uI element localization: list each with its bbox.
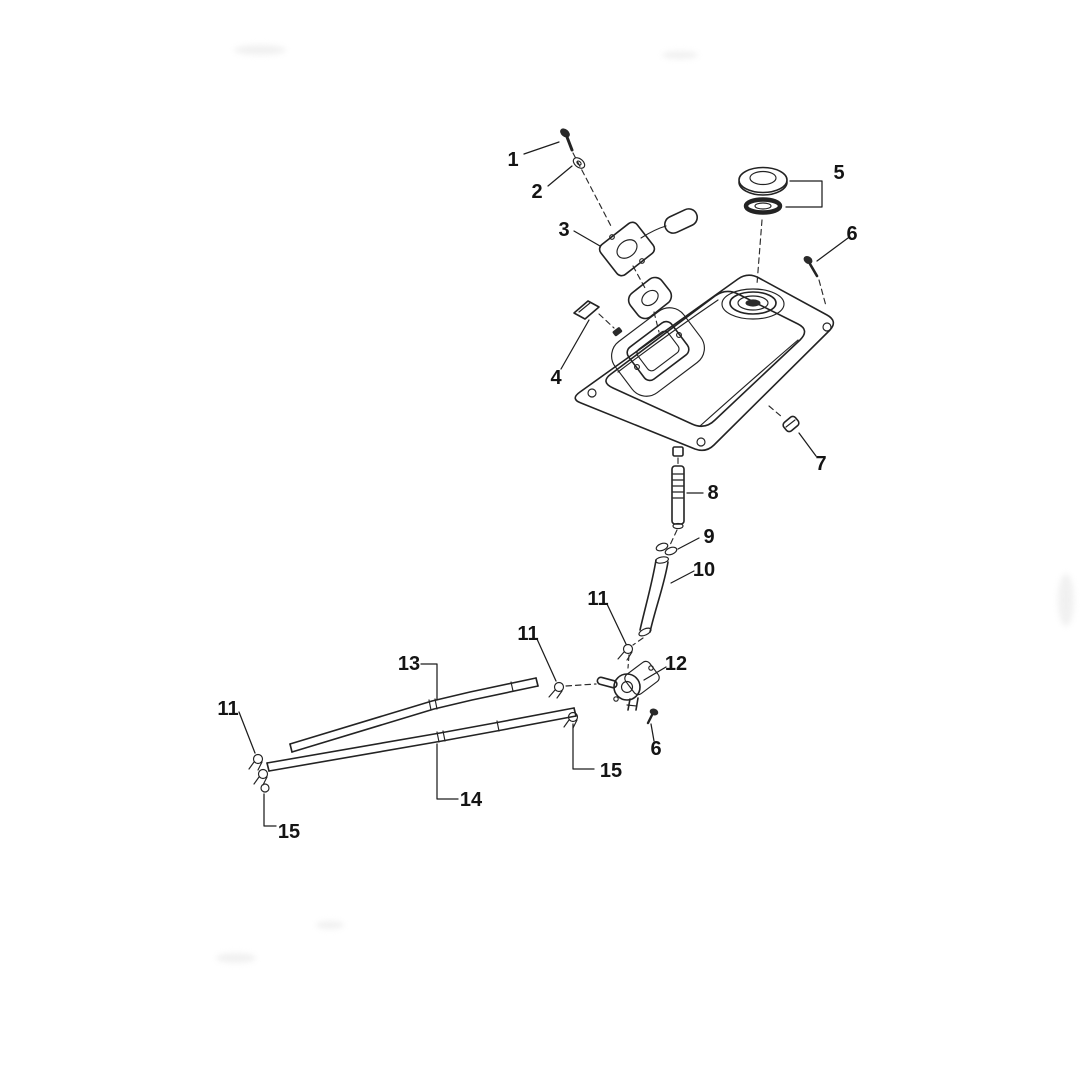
scan-artifacts [216,45,1074,963]
callout-6-top: 6 [846,223,857,245]
part-bolt-6-top [803,255,827,307]
callout-14: 14 [460,789,483,811]
callout-4: 4 [550,367,562,389]
callout-3: 3 [558,219,569,241]
part-strainer-8 [669,465,685,546]
callout-9: 9 [703,526,714,548]
part-clip-15-b [563,711,579,729]
part-washer-2 [572,157,586,169]
part-clip-11-b [548,681,597,699]
part-clip-11-a [617,643,634,669]
callout-15-a: 15 [278,821,300,843]
tank-flange-outline [574,274,835,452]
part-hose-10 [632,556,669,646]
part-fuel-cap-5 [738,166,788,285]
part-clip-15-a [253,768,270,793]
callout-11-c: 11 [217,698,238,720]
callout-12: 12 [665,653,687,675]
part-clamp-9 [655,542,678,556]
callout-labels: 1 2 3 5 6 4 7 8 9 10 11 12 11 13 14 11 1… [217,149,857,843]
callout-11-a: 11 [587,588,608,610]
tank-body-outline [605,290,806,428]
callout-13: 13 [398,653,420,675]
callout-8: 8 [707,482,718,504]
part-clip-11-c [248,753,264,771]
part-grommet-7 [768,405,800,433]
callout-10: 10 [693,559,715,581]
callout-5: 5 [833,162,844,184]
part-fuel-gauge-3 [598,208,699,289]
callout-11-b: 11 [517,623,538,645]
fuel-tank [574,274,835,467]
sender-gasket [627,276,673,333]
part-bolt-6-bottom [646,708,659,725]
callout-1: 1 [507,149,518,171]
callout-15-b: 15 [600,760,622,782]
part-hose-14 [266,707,577,772]
part-hose-13 [289,677,539,753]
callout-2: 2 [531,181,542,203]
part-fuel-cock-12 [596,660,660,711]
callout-7: 7 [815,453,826,475]
part-screw-1 [560,128,613,229]
callout-6-bottom: 6 [650,738,661,760]
part-pad-4 [573,300,623,337]
leader-lines [238,141,849,827]
